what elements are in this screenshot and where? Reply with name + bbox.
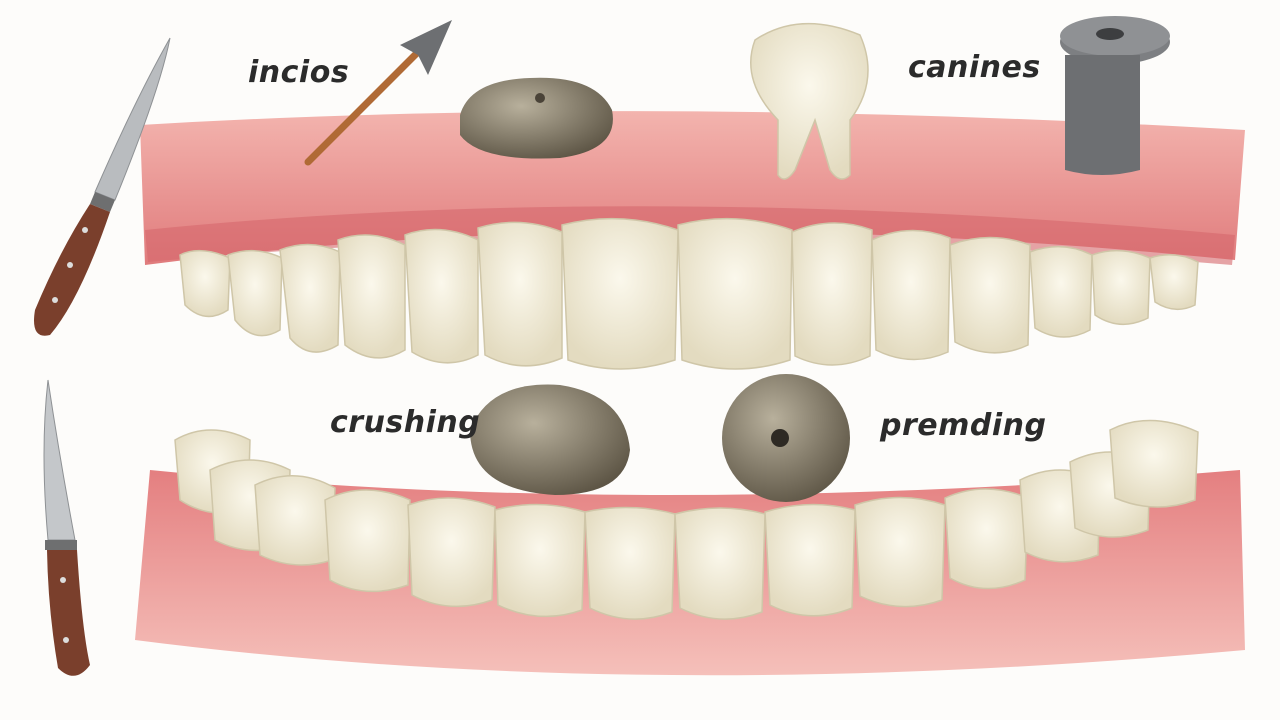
small-knife-icon bbox=[43, 379, 90, 676]
stone-icon bbox=[460, 77, 613, 159]
arrow-icon bbox=[304, 20, 452, 166]
label-canines: canines bbox=[908, 50, 1041, 85]
label-crushing: crushing bbox=[330, 405, 481, 440]
knife-icon bbox=[34, 37, 171, 336]
canine-tooth-icon bbox=[750, 22, 869, 180]
label-premolars: premding bbox=[880, 408, 1047, 443]
lower-teeth bbox=[174, 419, 1199, 620]
label-incisors: incios bbox=[248, 55, 350, 90]
upper-teeth bbox=[179, 217, 1199, 370]
round-stone-icon bbox=[722, 374, 850, 502]
nail-icon bbox=[1060, 16, 1170, 175]
crushing-stone-icon bbox=[470, 384, 630, 495]
